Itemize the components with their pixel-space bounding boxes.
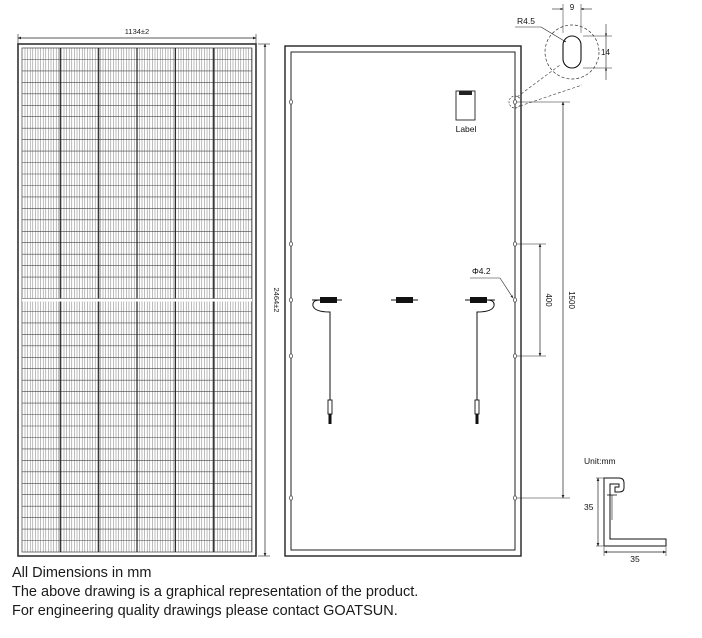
hole-dia-label: Φ4.2 (472, 266, 491, 276)
slot-shape (562, 35, 582, 69)
profile-height-label: 35 (584, 502, 594, 512)
label-text: Label (456, 124, 477, 134)
cables (312, 299, 495, 400)
connectors (327, 399, 480, 424)
profile-width-label: 35 (630, 554, 640, 564)
dim-1500-label: 1500 (567, 291, 576, 309)
slot-width-label: 9 (570, 3, 575, 12)
dim-400-label: 400 (544, 293, 553, 307)
front-view: 1134±2 2464±2 (17, 27, 281, 557)
right-holes (513, 99, 517, 501)
unit-label: Unit:mm (584, 456, 616, 466)
note-representation: The above drawing is a graphical represe… (12, 584, 419, 600)
slot-detail: 9 14 R4.5 (508, 3, 612, 109)
profile-section (603, 477, 667, 547)
slot-length-label: 14 (601, 48, 610, 57)
label-box (455, 90, 476, 121)
frame-profile: Unit:mm 35 35 (584, 456, 667, 564)
width-dim-label: 1134±2 (125, 27, 149, 36)
note-dimensions: All Dimensions in mm (12, 565, 152, 581)
height-dim-label: 2464±2 (272, 288, 281, 313)
note-contact: For engineering quality drawings please … (12, 603, 398, 619)
back-view: Label Φ4.2 (284, 45, 576, 557)
cell-grid (22, 48, 252, 552)
left-holes (289, 99, 293, 501)
slot-radius-label: R4.5 (517, 16, 535, 26)
